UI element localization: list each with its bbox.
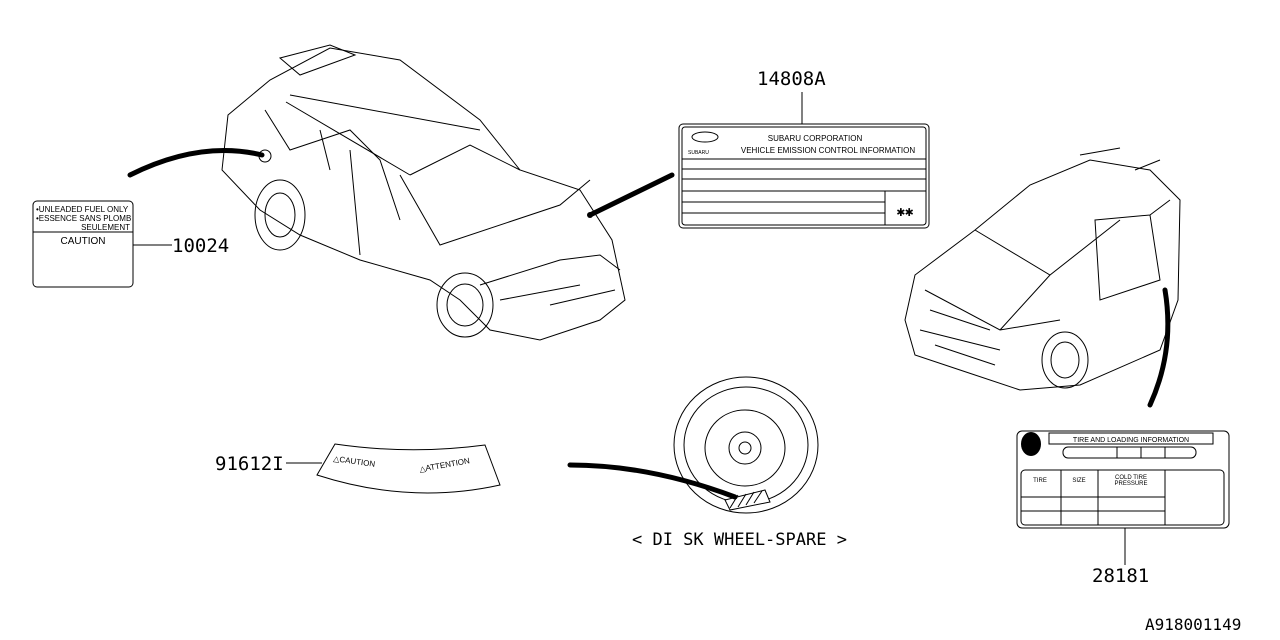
spare-caution-text: △CAUTION: [333, 454, 376, 469]
leader-spare: [567, 462, 738, 500]
part-number-10024[interactable]: 10024: [172, 235, 229, 257]
fuel-label-line2: •ESSENCE SANS PLOMB: [36, 214, 131, 223]
diagram-id: A918001149: [1145, 615, 1241, 634]
fuel-label-line3: SEULEMENT: [81, 223, 130, 232]
label-position: [724, 489, 771, 511]
leader-tire: [1147, 287, 1171, 408]
tire-col-tire: TIRE: [1033, 478, 1047, 484]
spare-attention-text: △ATTENTION: [419, 456, 471, 474]
emission-line2: VEHICLE EMISSION CONTROL INFORMATION: [741, 146, 915, 155]
fuel-label-caption: CAUTION: [61, 236, 106, 247]
spare-caption: < DI SK WHEEL-SPARE >: [632, 530, 847, 550]
tire-col-pressure: PRESSURE: [1114, 481, 1147, 487]
brand-text: SUBARU: [688, 150, 709, 156]
fuel-label-line1: •UNLEADED FUEL ONLY: [36, 205, 129, 214]
leader-fuel: [127, 148, 265, 178]
part-number-28181[interactable]: 28181: [1092, 565, 1149, 587]
part-number-91612i[interactable]: 91612I: [215, 453, 284, 475]
emission-line1: SUBARU CORPORATION: [768, 134, 863, 143]
tire-label-28181[interactable]: TIRE AND LOADING INFORMATION TIRE SIZE C…: [1016, 430, 1230, 529]
vehicle-front-view: [904, 147, 1181, 391]
tire-label-title: TIRE AND LOADING INFORMATION: [1073, 437, 1189, 444]
emission-mark: ✱✱: [897, 204, 914, 220]
vehicle-rear-view: [221, 44, 626, 341]
spare-wheel: [673, 376, 819, 514]
spare-caution-label-91612i[interactable]: △CAUTION △ATTENTION: [316, 443, 501, 494]
part-number-14808a[interactable]: 14808A: [757, 68, 826, 90]
leader-emission: [587, 172, 675, 218]
tire-col-size: SIZE: [1072, 478, 1085, 484]
emission-label-14808a[interactable]: SUBARU SUBARU CORPORATION VEHICLE EMISSI…: [678, 123, 930, 229]
fuel-label-10024[interactable]: •UNLEADED FUEL ONLY •ESSENCE SANS PLOMB …: [32, 200, 134, 288]
tire-col-cold: COLD TIRE: [1115, 475, 1147, 481]
subaru-logo-icon: [691, 131, 719, 143]
tire-icon: [1021, 432, 1041, 456]
